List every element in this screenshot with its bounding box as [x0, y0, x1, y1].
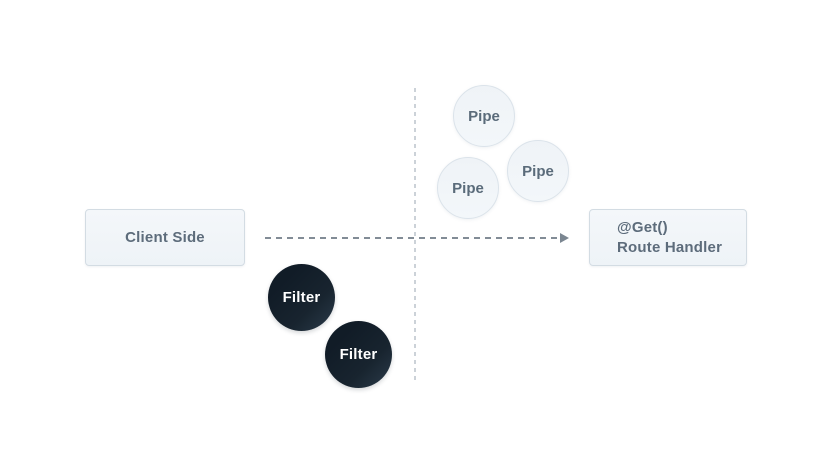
route-handler-box: @Get() Route Handler [589, 209, 747, 266]
pipe-circle: Pipe [507, 140, 569, 202]
route-handler-decorator-label: @Get() [617, 218, 668, 236]
pipe-label: Pipe [452, 179, 484, 197]
filter-circle: Filter [268, 264, 335, 331]
pipe-label: Pipe [522, 162, 554, 180]
right-arrowhead-icon [560, 233, 569, 243]
pipe-circle: Pipe [453, 85, 515, 147]
request-flow-arrow [265, 237, 563, 239]
filter-label: Filter [339, 346, 378, 363]
client-side-label: Client Side [125, 229, 205, 246]
filter-circle: Filter [325, 321, 392, 388]
pipe-label: Pipe [468, 107, 500, 125]
boundary-divider-line [414, 88, 416, 383]
filter-label: Filter [282, 289, 321, 306]
client-side-box: Client Side [85, 209, 245, 266]
route-handler-label: Route Handler [617, 238, 723, 256]
pipe-circle: Pipe [437, 157, 499, 219]
